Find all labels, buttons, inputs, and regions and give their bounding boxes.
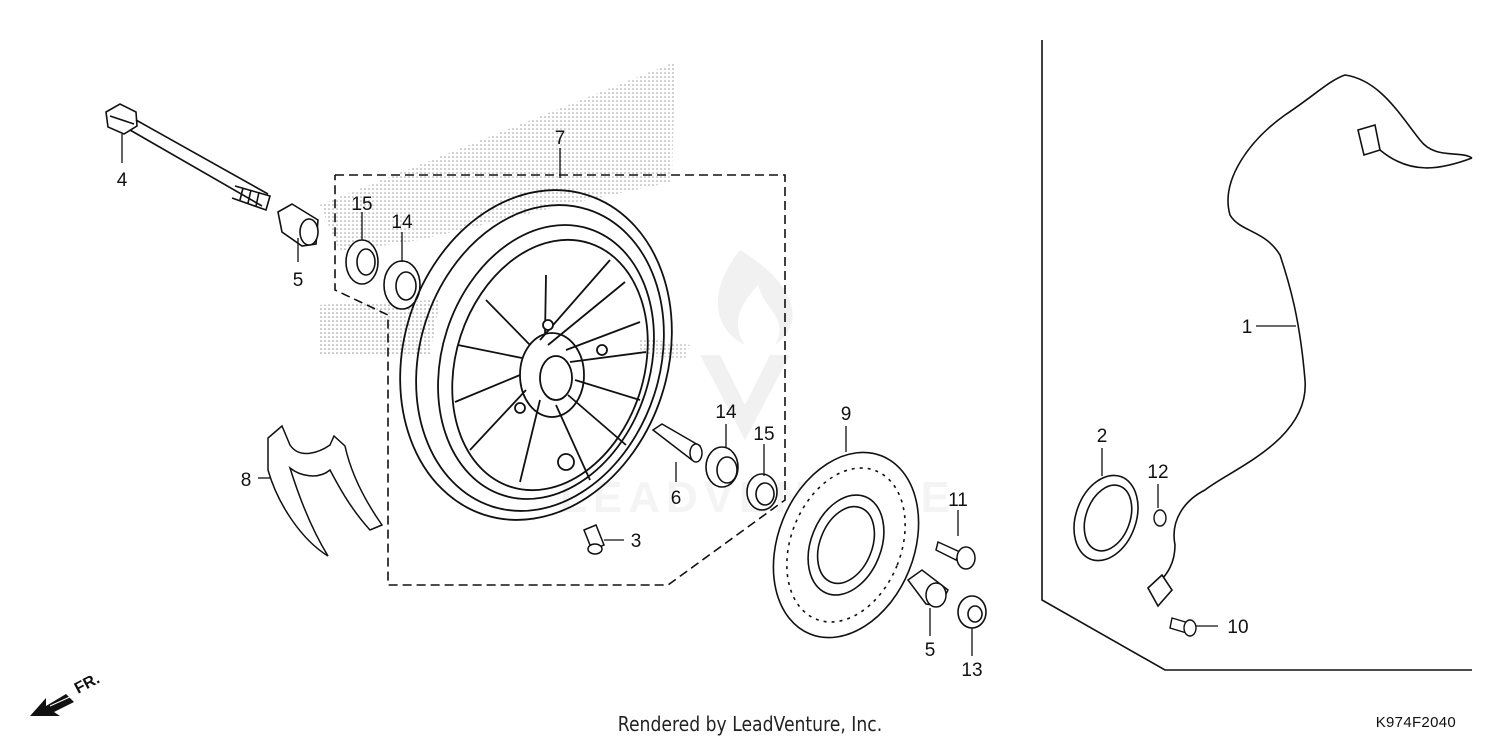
pulser-ring: [1073, 474, 1139, 562]
label-8: 8: [241, 470, 252, 491]
label-5-left: 5: [293, 270, 304, 291]
label-13: 13: [961, 660, 982, 681]
label-15-lower: 15: [753, 424, 774, 445]
label-14-lower: 14: [715, 402, 737, 423]
footer-credit: Rendered by LeadVenture, Inc.: [617, 712, 883, 736]
sensor-group-outline: [1041, 40, 1472, 671]
label-14-upper: 14: [391, 212, 413, 233]
spacer: [651, 423, 703, 463]
dotted-shading: [318, 62, 690, 358]
disc-bolt: [935, 540, 976, 570]
sensor-bolt: [1169, 617, 1197, 637]
label-2: 2: [1097, 426, 1108, 447]
label-10: 10: [1227, 617, 1248, 638]
label-9: 9: [841, 404, 852, 425]
label-7: 7: [555, 128, 566, 149]
brake-disc: [772, 451, 920, 639]
label-15-upper: 15: [351, 194, 372, 215]
label-3: 3: [631, 531, 642, 552]
label-1: 1: [1242, 317, 1253, 338]
bearings-lower: [705, 446, 778, 511]
front-direction-arrow: FR.: [30, 670, 103, 716]
valve-stem: [583, 524, 605, 555]
label-6: 6: [671, 488, 682, 509]
collar-left: [277, 203, 319, 247]
fender-piece: [267, 424, 384, 557]
collar-right: [906, 569, 949, 608]
callout-labels: 4 5 15 14 7 9 14 15 6 3 8 11 5 13 2 12 1…: [117, 128, 1253, 681]
axle-nut: [957, 595, 987, 629]
label-12: 12: [1147, 462, 1168, 483]
label-4: 4: [117, 170, 128, 191]
small-bolt: [1153, 509, 1167, 527]
front-wheel: [399, 189, 673, 521]
axle-bolt: [105, 103, 271, 212]
wheel-assembly-outline: [334, 174, 786, 586]
diagram-code: K974F2040: [1375, 714, 1456, 731]
fr-label: FR.: [72, 670, 103, 697]
label-11: 11: [948, 490, 968, 511]
wheel-speed-sensor: [1146, 74, 1473, 608]
label-5-right: 5: [925, 640, 936, 661]
leader-lines: [121, 134, 1296, 656]
bearings-upper: [345, 239, 421, 310]
